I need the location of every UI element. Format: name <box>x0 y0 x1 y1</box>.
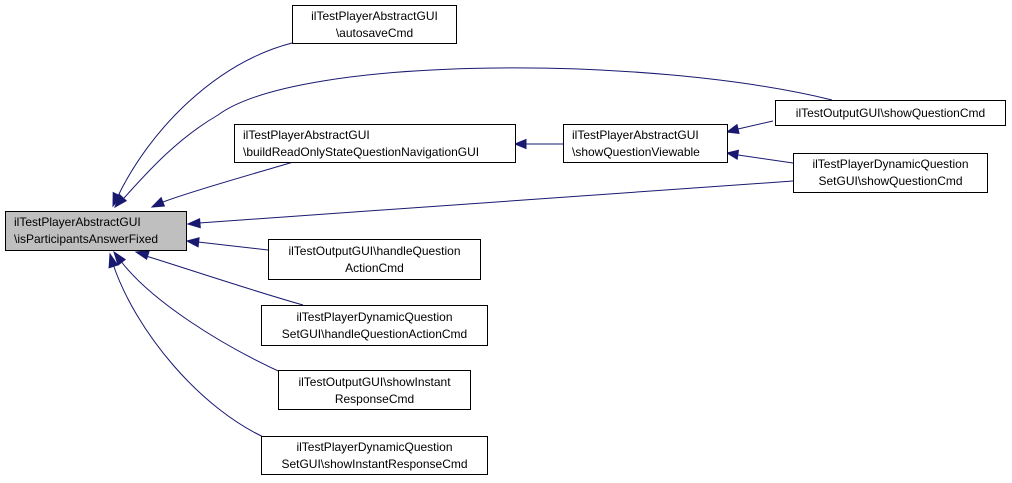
node-output-gui-show-instant-response-cmd[interactable]: ilTestOutputGUI\showInstant ResponseCmd <box>278 370 471 410</box>
node-build-read-only-state-question-navigation-gui[interactable]: ilTestPlayerAbstractGUI \buildReadOnlySt… <box>234 124 516 163</box>
node-dynamic-question-set-gui-show-instant-response-cmd[interactable]: ilTestPlayerDynamicQuestion SetGUI\showI… <box>261 436 488 475</box>
edge-dynshowq-to-viewable-arrowhead <box>725 149 740 161</box>
node-box <box>261 305 488 346</box>
node-label-line1: ilTestPlayerAbstractGUI <box>311 9 438 23</box>
edge-outshowq-to-viewable <box>737 120 774 130</box>
node-label-line1: ilTestPlayerAbstractGUI <box>243 128 370 142</box>
node-label-line2: ActionCmd <box>345 261 404 275</box>
node-label-line2: ResponseCmd <box>335 392 414 406</box>
edge-buildnav-to-focus <box>162 159 301 203</box>
edge-viewable-to-buildnav-arrowhead <box>513 138 527 150</box>
node-box <box>234 124 516 163</box>
edge-dyninstant-to-focus <box>112 263 271 441</box>
edge-dynhandle-to-focus-arrowhead <box>134 250 151 260</box>
node-label-line1: ilTestPlayerDynamicQuestion <box>296 440 452 454</box>
node-box <box>268 239 481 280</box>
node-box <box>775 100 1006 126</box>
edge-dyninstant-to-focus-arrowhead <box>108 252 119 269</box>
node-label-line2: SetGUI\handleQuestionActionCmd <box>282 327 467 341</box>
node-label-line1: ilTestPlayerAbstractGUI <box>14 215 141 229</box>
nodes-layer: ilTestPlayerAbstractGUI \isParticipantsA… <box>5 5 1006 475</box>
node-label-line1: ilTestOutputGUI\handleQuestion <box>288 244 460 258</box>
node-label-line2: SetGUI\showInstantResponseCmd <box>281 457 467 471</box>
edge-autosave-to-focus <box>117 42 293 197</box>
edge-outhandle-to-focus-arrowhead <box>185 237 200 248</box>
node-label-line2: \showQuestionViewable <box>572 145 700 159</box>
edge-outshowq-to-focus-arrowhead <box>114 193 128 209</box>
node-box <box>278 370 471 410</box>
node-box <box>261 436 488 475</box>
node-label-line1: ilTestPlayerDynamicQuestion <box>296 310 452 324</box>
edge-buildnav-to-focus-arrowhead <box>150 196 166 208</box>
node-output-gui-handle-question-action-cmd[interactable]: ilTestOutputGUI\handleQuestion ActionCmd <box>268 239 481 280</box>
node-label-line2: \buildReadOnlyStateQuestionNavigationGUI <box>243 145 479 159</box>
edge-dynshowq-to-viewable <box>737 154 794 164</box>
node-label-line2: SetGUI\showQuestionCmd <box>818 174 962 188</box>
node-label-line2: \autosaveCmd <box>336 26 413 40</box>
edge-dynhandle-to-focus <box>145 255 304 306</box>
edge-outshowq-to-focus <box>123 67 833 199</box>
node-box <box>793 153 988 193</box>
node-show-question-viewable[interactable]: ilTestPlayerAbstractGUI \showQuestionVie… <box>563 124 728 163</box>
node-label-line1: ilTestOutputGUI\showQuestionCmd <box>796 106 985 120</box>
node-output-gui-show-question-cmd[interactable]: ilTestOutputGUI\showQuestionCmd <box>775 100 1006 126</box>
node-box <box>292 5 457 44</box>
node-is-participants-answer-fixed[interactable]: ilTestPlayerAbstractGUI \isParticipantsA… <box>5 211 187 251</box>
edge-dynshowq-to-focus <box>198 180 794 224</box>
node-dynamic-question-set-gui-handle-question-action-cmd[interactable]: ilTestPlayerDynamicQuestion SetGUI\handl… <box>261 305 488 346</box>
edge-outshowq-to-viewable-arrowhead <box>725 123 740 134</box>
node-label-line1: ilTestPlayerAbstractGUI <box>572 128 699 142</box>
node-dynamic-question-set-gui-show-question-cmd[interactable]: ilTestPlayerDynamicQuestion SetGUI\showQ… <box>793 153 988 193</box>
node-label-line1: ilTestPlayerDynamicQuestion <box>812 157 968 171</box>
edge-dynshowq-to-focus-arrowhead <box>186 217 201 229</box>
node-label-line2: \isParticipantsAnswerFixed <box>14 232 158 246</box>
edge-outinstant-to-focus-arrowhead <box>113 250 127 266</box>
edges-layer <box>108 42 833 441</box>
edge-outinstant-to-focus <box>119 259 288 376</box>
node-box <box>563 124 728 163</box>
edge-outhandle-to-focus <box>197 241 269 251</box>
node-label-line1: ilTestOutputGUI\showInstant <box>298 375 451 389</box>
node-box <box>5 211 187 251</box>
node-autosave-cmd[interactable]: ilTestPlayerAbstractGUI \autosaveCmd <box>292 5 457 44</box>
